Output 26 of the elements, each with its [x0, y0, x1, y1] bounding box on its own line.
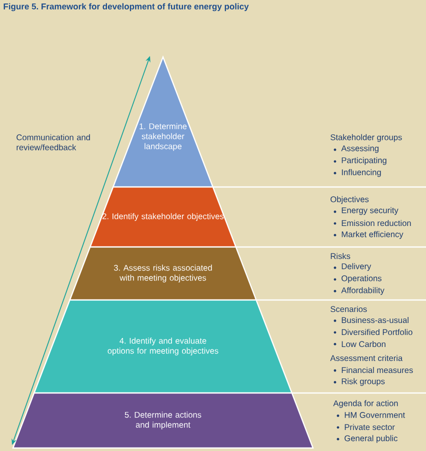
figure-title: Figure 5. Framework for development of future energy policy: [4, 3, 249, 12]
arrow-label: Communication and review/feedback: [16, 134, 90, 150]
list-item: General public: [344, 435, 398, 443]
list-heading: Scenarios: [330, 306, 367, 312]
list-item: Assessing: [341, 145, 378, 153]
list-item: Private sector: [344, 424, 395, 430]
list-item: Diversified Portfolio: [342, 328, 412, 336]
list-item: Emission reduction: [342, 220, 411, 226]
list-item: Financial measures: [342, 366, 413, 374]
list-item: Operations: [342, 275, 382, 283]
list-item: Influencing: [342, 169, 381, 177]
list-item: Energy security: [342, 207, 398, 215]
list-heading: Assessment criteria: [330, 354, 403, 362]
pyramid-layer: 5. Determine actions and implement: [12, 392, 314, 449]
list-item: Market efficiency: [342, 231, 404, 239]
list-item: Participating: [342, 157, 386, 165]
list-item: Delivery: [342, 263, 372, 271]
list-heading: Agenda for action: [333, 400, 398, 408]
list-item: Business-as-usual: [342, 316, 408, 324]
list-heading: Objectives: [330, 196, 369, 204]
list-heading: Risks: [330, 252, 350, 260]
list-item: Low Carbon: [342, 340, 386, 348]
list-item: Risk groups: [342, 378, 385, 386]
list-heading: Stakeholder groups: [330, 134, 402, 142]
list-item: HM Government: [344, 412, 406, 418]
list-item: Affordability: [341, 287, 384, 295]
